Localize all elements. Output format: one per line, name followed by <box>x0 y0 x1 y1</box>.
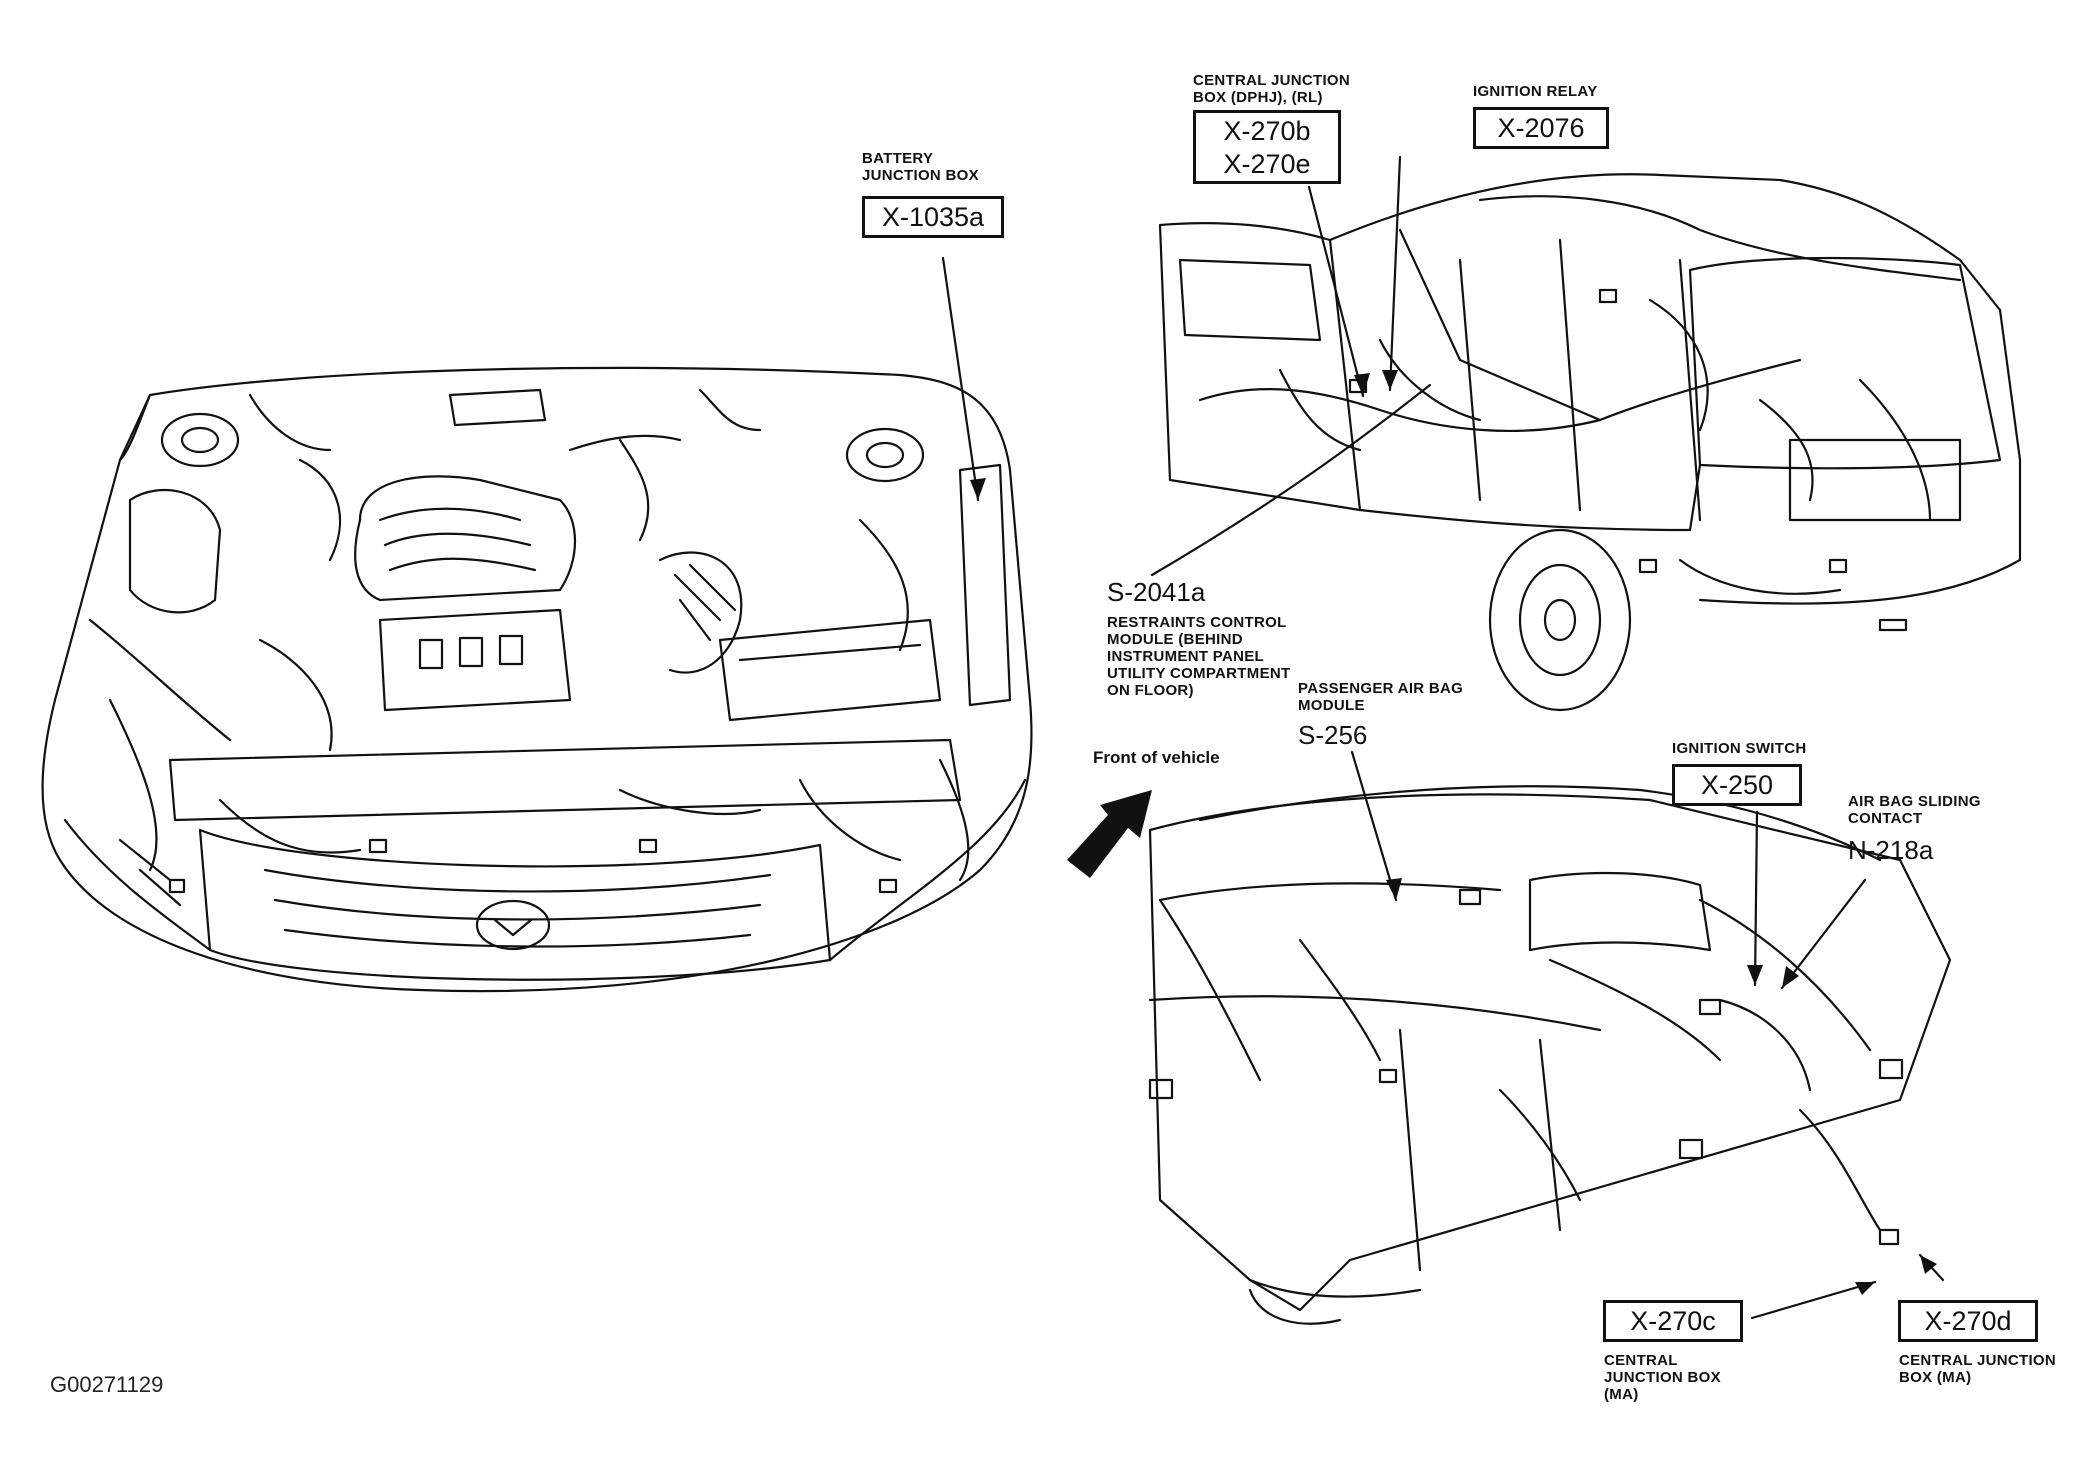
central-junction-box-ma-c-code: X-270c <box>1603 1300 1743 1342</box>
ignition-switch-label: IGNITION SWITCH <box>1672 740 1807 757</box>
battery-junction-box-code: X-1035a <box>862 196 1004 238</box>
engine-compartment-illustration <box>41 366 1033 993</box>
central-jb-code-x270b: X-270b <box>1223 116 1311 146</box>
airbag-sliding-contact-code: N-218a <box>1848 835 1934 865</box>
instrument-panel-illustration <box>1148 785 1952 1325</box>
passenger-airbag-code: S-256 <box>1298 720 1368 750</box>
central-junction-box-dphj-label: CENTRAL JUNCTION BOX (DPHJ), (RL) <box>1193 72 1351 106</box>
ignition-switch-code: X-250 <box>1672 764 1802 806</box>
central-junction-box-ma-d-label: CENTRAL JUNCTION BOX (MA) <box>1899 1352 2057 1386</box>
central-junction-box-ma-c-label: CENTRAL JUNCTION BOX (MA) <box>1604 1352 1721 1403</box>
ignition-relay-label: IGNITION RELAY <box>1473 83 1598 100</box>
ignition-relay-code: X-2076 <box>1473 107 1609 149</box>
airbag-sliding-contact-label: AIR BAG SLIDING CONTACT <box>1848 793 1981 827</box>
front-of-vehicle-label: Front of vehicle <box>1093 748 1220 767</box>
central-junction-box-ma-d-code: X-270d <box>1898 1300 2038 1342</box>
restraints-module-code: S-2041a <box>1107 577 1206 607</box>
battery-junction-box-label: BATTERY JUNCTION BOX <box>862 150 979 184</box>
central-jb-code-x270e: X-270e <box>1223 149 1311 179</box>
arrowheads <box>970 370 1937 1295</box>
restraints-module-label: RESTRAINTS CONTROL MODULE (BEHIND INSTRU… <box>1107 614 1291 699</box>
vehicle-rear-illustration <box>1158 173 2022 712</box>
figure-id: G00271129 <box>50 1372 164 1397</box>
leader-lines <box>941 155 1945 1320</box>
central-junction-box-dphj-codes: X-270b X-270e <box>1193 110 1341 184</box>
passenger-airbag-label: PASSENGER AIR BAG MODULE <box>1298 680 1464 714</box>
front-of-vehicle-arrow <box>1067 790 1152 878</box>
